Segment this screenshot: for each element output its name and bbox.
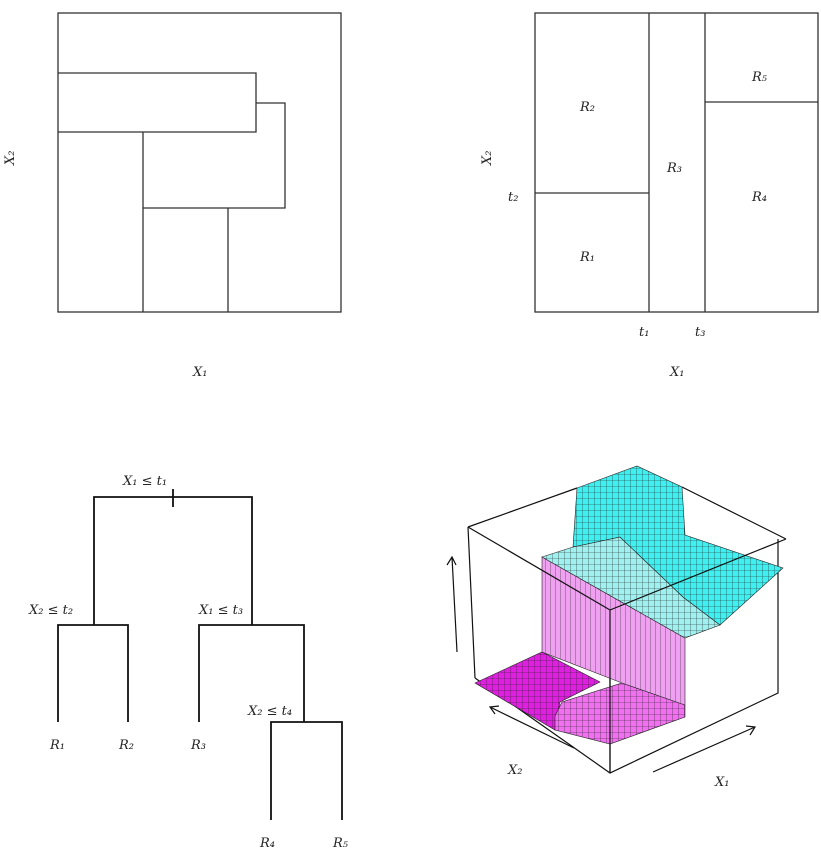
- y-axis-label: X₂: [480, 151, 495, 166]
- x2-axis-arrow-icon: [488, 705, 575, 749]
- x1-axis-arrow-icon: [652, 725, 757, 773]
- leaf-r4: R₄: [259, 836, 275, 850]
- leaf-r2: R₂: [118, 738, 134, 753]
- panel-3d-surface: X₂ X₁: [446, 465, 787, 790]
- region-label-r3: R₃: [666, 161, 682, 176]
- tree-edges: [57, 489, 343, 820]
- y-axis-label: X₂: [3, 151, 18, 166]
- surface-grid: [475, 652, 600, 730]
- leaf-r5: R₅: [332, 836, 349, 850]
- x-axis-label: X₁: [192, 365, 207, 380]
- partition-lines: [535, 13, 818, 312]
- split-label-root: X₁ ≤ t₁: [122, 474, 167, 489]
- surface-grid: [555, 683, 685, 744]
- partition-lines: [58, 72, 286, 312]
- threshold-t1: t₁: [639, 325, 649, 340]
- leaf-r3: R₃: [190, 738, 206, 753]
- x-axis-label: X₁: [669, 365, 684, 380]
- region-label-r2: R₂: [579, 100, 595, 115]
- surface-grid: [542, 537, 720, 638]
- x2-axis-label: X₂: [507, 763, 522, 778]
- threshold-t3: t₃: [695, 325, 705, 340]
- region-label-r4: R₄: [751, 190, 767, 205]
- region-label-r1: R₁: [579, 250, 595, 265]
- z-axis-arrow-icon: [446, 555, 458, 653]
- panel-nonrecursive-partition: X₁ X₂: [3, 12, 342, 380]
- split-label-right-right: X₂ ≤ t₄: [247, 704, 292, 719]
- surface-grid: [573, 466, 783, 625]
- threshold-t2: t₂: [508, 190, 518, 205]
- leaf-r1: R₁: [49, 738, 65, 753]
- panel-recursive-partition: R₁ R₂ R₃ R₄ R₅ t₂ t₁ t₃ X₁ X₂: [480, 12, 819, 380]
- plot-frame: [534, 12, 819, 313]
- box-back-edges: [467, 486, 787, 774]
- split-label-left: X₂ ≤ t₂: [28, 603, 73, 618]
- panel-decision-tree: X₁ ≤ t₁ X₂ ≤ t₂ X₁ ≤ t₃ X₂ ≤ t₄ R₁ R₂ R₃…: [28, 474, 349, 850]
- region-label-r5: R₅: [751, 70, 768, 85]
- split-label-right: X₁ ≤ t₃: [198, 603, 243, 618]
- x1-axis-label: X₁: [714, 775, 729, 790]
- surface-wall-lines: [542, 557, 685, 705]
- plot-frame: [57, 12, 342, 313]
- box-front-edges: [467, 526, 787, 773]
